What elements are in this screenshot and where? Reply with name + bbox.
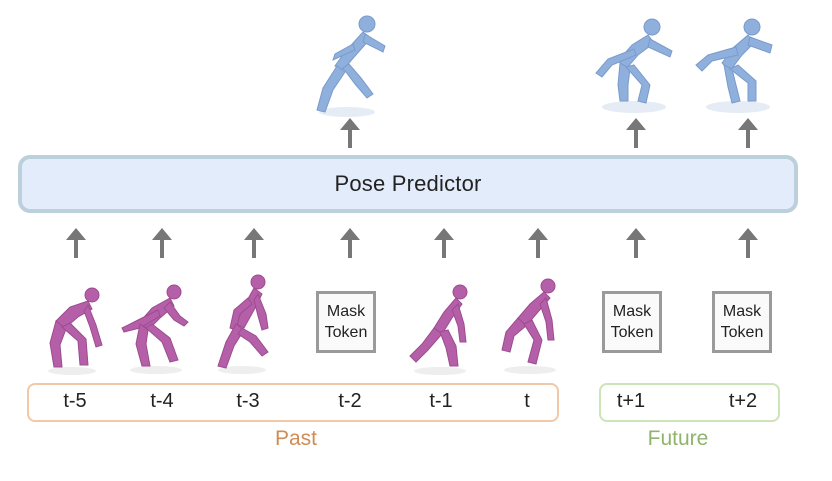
arrow-up-icon (736, 118, 760, 148)
timestep-label: t-3 (236, 390, 260, 412)
input-pose-t-4 (121, 284, 189, 374)
mask-token-t+2: Mask Token (712, 291, 772, 353)
pose-predictor-label: Pose Predictor (334, 171, 482, 196)
timestep-label: t (524, 390, 530, 412)
past-timestep-bar (27, 383, 559, 422)
arrow-up-icon (624, 228, 648, 258)
arrow-up-icon (338, 118, 362, 148)
timestep-label: t+2 (728, 390, 758, 412)
mask-token-line1: Mask (612, 303, 652, 320)
arrow-up-icon (150, 228, 174, 258)
timestep-label: t+1 (616, 390, 646, 412)
arrow-up-icon (242, 228, 266, 258)
predicted-pose-t-2 (316, 15, 386, 117)
input-pose-t (501, 278, 556, 374)
arrow-up-icon (64, 228, 88, 258)
arrow-up-icon (736, 228, 760, 258)
arrow-up-icon (432, 228, 456, 258)
timestep-label: t-2 (338, 390, 362, 412)
pose-predictor-block: Pose Predictor (18, 155, 798, 213)
arrow-up-icon (526, 228, 550, 258)
input-pose-t-5 (48, 287, 103, 375)
mask-token-line2: Token (324, 324, 368, 341)
timestep-label: t-5 (63, 390, 87, 412)
past-label: Past (274, 427, 318, 450)
input-pose-t-3 (217, 274, 269, 374)
future-label: Future (647, 427, 709, 450)
arrow-up-icon (624, 118, 648, 148)
predicted-pose-t+1 (595, 18, 673, 113)
timestep-label: t-4 (150, 390, 174, 412)
future-timestep-bar (599, 383, 780, 422)
mask-token-line1: Mask (326, 303, 366, 320)
timestep-label: t-1 (429, 390, 453, 412)
mask-token-line2: Token (720, 324, 764, 341)
mask-token-line1: Mask (722, 303, 762, 320)
mask-token-line2: Token (610, 324, 654, 341)
input-pose-t-1 (409, 284, 468, 375)
mask-token-t+1: Mask Token (602, 291, 662, 353)
predicted-pose-t+2 (695, 18, 773, 113)
arrow-up-icon (338, 228, 362, 258)
mask-token-t-2: Mask Token (316, 291, 376, 353)
